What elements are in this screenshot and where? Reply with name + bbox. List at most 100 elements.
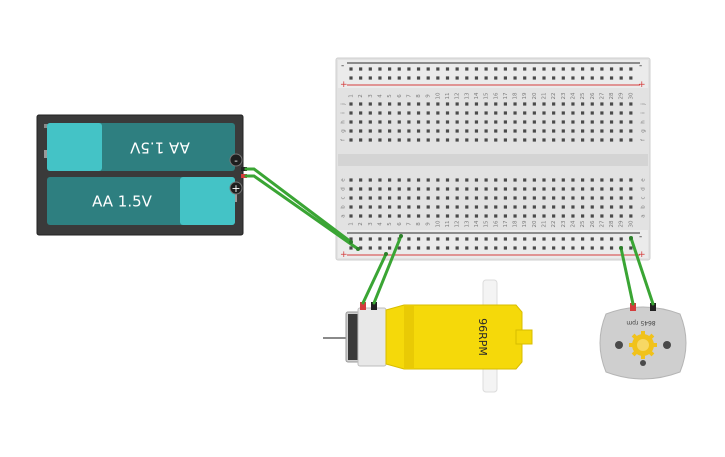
terminal-hole[interactable] xyxy=(590,196,594,200)
terminal-hole[interactable] xyxy=(503,120,507,124)
rail-hole[interactable] xyxy=(359,76,363,80)
terminal-hole[interactable] xyxy=(609,138,614,142)
terminal-hole[interactable] xyxy=(581,120,585,124)
terminal-hole[interactable] xyxy=(436,102,440,106)
terminal-hole[interactable] xyxy=(388,196,392,200)
terminal-hole[interactable] xyxy=(609,205,614,209)
terminal-hole[interactable] xyxy=(609,187,614,191)
rail-hole[interactable] xyxy=(494,237,498,241)
rail-hole[interactable] xyxy=(552,76,556,80)
terminal-hole[interactable] xyxy=(532,214,536,218)
terminal-hole[interactable] xyxy=(523,187,527,191)
terminal-hole[interactable] xyxy=(445,129,450,133)
terminal-hole[interactable] xyxy=(542,120,546,124)
rail-hole[interactable] xyxy=(436,246,440,250)
terminal-hole[interactable] xyxy=(407,214,411,218)
terminal-hole[interactable] xyxy=(542,138,546,142)
rail-hole[interactable] xyxy=(532,246,536,250)
terminal-hole[interactable] xyxy=(600,187,604,191)
rail-hole[interactable] xyxy=(465,237,469,241)
terminal-hole[interactable] xyxy=(542,178,546,182)
terminal-hole[interactable] xyxy=(629,129,633,133)
rail-hole[interactable] xyxy=(455,237,459,241)
terminal-hole[interactable] xyxy=(513,129,517,133)
terminal-hole[interactable] xyxy=(619,214,623,218)
terminal-hole[interactable] xyxy=(513,214,517,218)
terminal-hole[interactable] xyxy=(532,111,536,115)
rail-hole[interactable] xyxy=(397,246,401,250)
terminal-hole[interactable] xyxy=(436,120,440,124)
terminal-hole[interactable] xyxy=(474,205,479,209)
rail-hole[interactable] xyxy=(513,76,517,80)
terminal-hole[interactable] xyxy=(388,205,392,209)
terminal-hole[interactable] xyxy=(426,196,430,200)
terminal-hole[interactable] xyxy=(542,187,546,191)
rail-hole[interactable] xyxy=(378,237,382,241)
terminal-hole[interactable] xyxy=(561,214,565,218)
terminal-hole[interactable] xyxy=(359,205,363,209)
terminal-hole[interactable] xyxy=(600,111,604,115)
terminal-hole[interactable] xyxy=(474,178,479,182)
rail-hole[interactable] xyxy=(484,67,488,71)
terminal-hole[interactable] xyxy=(397,187,401,191)
terminal-hole[interactable] xyxy=(407,138,411,142)
terminal-hole[interactable] xyxy=(368,205,372,209)
rail-hole[interactable] xyxy=(600,246,604,250)
terminal-hole[interactable] xyxy=(542,129,546,133)
terminal-hole[interactable] xyxy=(571,187,575,191)
rail-hole[interactable] xyxy=(455,76,459,80)
terminal-hole[interactable] xyxy=(474,120,479,124)
rail-hole[interactable] xyxy=(359,246,363,250)
rail-hole[interactable] xyxy=(484,76,488,80)
terminal-hole[interactable] xyxy=(581,214,585,218)
rail-hole[interactable] xyxy=(581,76,585,80)
terminal-hole[interactable] xyxy=(629,120,633,124)
rail-hole[interactable] xyxy=(571,67,575,71)
terminal-hole[interactable] xyxy=(436,129,440,133)
terminal-hole[interactable] xyxy=(542,196,546,200)
rail-hole[interactable] xyxy=(532,67,536,71)
terminal-hole[interactable] xyxy=(455,120,459,124)
terminal-hole[interactable] xyxy=(378,196,382,200)
terminal-hole[interactable] xyxy=(455,205,459,209)
terminal-hole[interactable] xyxy=(378,205,382,209)
rail-hole[interactable] xyxy=(552,67,556,71)
terminal-hole[interactable] xyxy=(445,187,450,191)
terminal-hole[interactable] xyxy=(552,129,556,133)
rail-hole[interactable] xyxy=(474,67,479,71)
terminal-hole[interactable] xyxy=(571,178,575,182)
terminal-hole[interactable] xyxy=(629,205,633,209)
rail-hole[interactable] xyxy=(474,237,479,241)
terminal-hole[interactable] xyxy=(523,120,527,124)
terminal-hole[interactable] xyxy=(523,178,527,182)
terminal-hole[interactable] xyxy=(532,120,536,124)
rail-hole[interactable] xyxy=(600,237,604,241)
wire-dc-motor-1[interactable] xyxy=(619,246,635,306)
terminal-hole[interactable] xyxy=(426,102,430,106)
rail-hole[interactable] xyxy=(513,67,517,71)
terminal-hole[interactable] xyxy=(388,111,392,115)
terminal-hole[interactable] xyxy=(378,138,382,142)
wire-battery-plus[interactable] xyxy=(244,174,360,251)
terminal-hole[interactable] xyxy=(455,196,459,200)
rail-hole[interactable] xyxy=(581,67,585,71)
rail-hole[interactable] xyxy=(571,246,575,250)
rail-hole[interactable] xyxy=(609,246,614,250)
terminal-hole[interactable] xyxy=(552,187,556,191)
terminal-hole[interactable] xyxy=(494,129,498,133)
terminal-hole[interactable] xyxy=(455,102,459,106)
terminal-hole[interactable] xyxy=(552,111,556,115)
terminal-hole[interactable] xyxy=(436,187,440,191)
terminal-hole[interactable] xyxy=(513,196,517,200)
terminal-hole[interactable] xyxy=(484,196,488,200)
terminal-hole[interactable] xyxy=(388,129,392,133)
terminal-hole[interactable] xyxy=(445,178,450,182)
rail-hole[interactable] xyxy=(455,246,459,250)
rail-hole[interactable] xyxy=(619,76,623,80)
terminal-hole[interactable] xyxy=(629,111,633,115)
terminal-hole[interactable] xyxy=(388,214,392,218)
terminal-hole[interactable] xyxy=(609,214,614,218)
rail-hole[interactable] xyxy=(349,76,353,80)
rail-hole[interactable] xyxy=(609,67,614,71)
terminal-hole[interactable] xyxy=(561,196,565,200)
